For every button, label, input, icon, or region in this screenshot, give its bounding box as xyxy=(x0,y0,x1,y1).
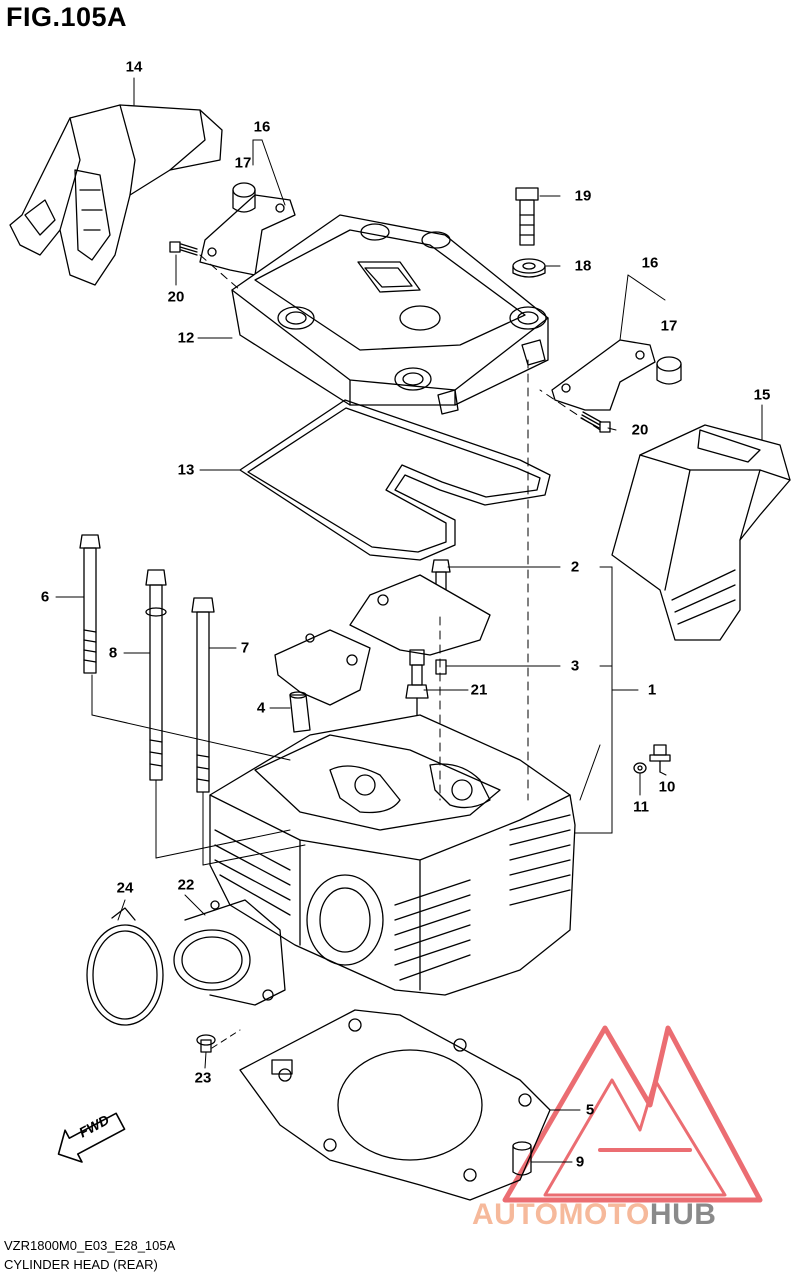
part-18-washer xyxy=(512,258,546,278)
model-code: VZR1800M0_E03_E28_105A xyxy=(4,1238,176,1253)
callout-24: 24 xyxy=(116,879,134,897)
part-20-bolt-left xyxy=(169,241,198,256)
part-16-bracket-right xyxy=(551,339,682,411)
part-6-bolt xyxy=(79,534,101,674)
part-24-clamp xyxy=(86,907,164,1026)
watermark-text-part2: HUB xyxy=(649,1198,717,1231)
part-10-bolt xyxy=(649,744,671,773)
watermark-logo xyxy=(502,1025,763,1203)
callout-15: 15 xyxy=(753,386,771,404)
callout-4: 4 xyxy=(256,699,266,717)
callout-20-right: 20 xyxy=(631,421,649,439)
callout-11: 11 xyxy=(633,798,649,816)
watermark-text: AUTOMOTOHUB xyxy=(472,1198,716,1232)
callout-7: 7 xyxy=(240,639,250,657)
callout-21: 21 xyxy=(470,681,488,699)
callout-17-right: 17 xyxy=(660,317,678,335)
callout-9: 9 xyxy=(575,1153,585,1171)
callout-16-left: 16 xyxy=(253,118,271,136)
figure-caption: CYLINDER HEAD (REAR) xyxy=(4,1257,158,1272)
callout-14: 14 xyxy=(125,58,143,76)
part-19-bolt xyxy=(515,187,539,246)
callout-12: 12 xyxy=(177,329,195,347)
callout-1: 1 xyxy=(647,681,657,699)
part-15-cover xyxy=(611,424,791,641)
part-7-bolt xyxy=(191,597,215,793)
part-3-dowel xyxy=(435,659,447,675)
callout-22: 22 xyxy=(177,876,195,894)
callout-17-left: 17 xyxy=(234,154,252,172)
part-12-head-cover xyxy=(231,214,549,415)
part-9-dowel xyxy=(512,1141,532,1176)
part-21-spark-plug xyxy=(405,649,429,716)
part-22-intake-pipe xyxy=(173,899,286,1006)
part-4-dowel xyxy=(289,691,311,733)
callout-6: 6 xyxy=(40,588,50,606)
watermark-text-part1: AUTOMOTO xyxy=(472,1198,650,1231)
part-1-cam-holder xyxy=(274,574,491,706)
figure-title: FIG.105A xyxy=(6,2,128,32)
callout-18: 18 xyxy=(574,257,592,275)
part-14-cover xyxy=(9,104,223,286)
callout-10: 10 xyxy=(658,778,676,796)
leader-lines xyxy=(55,77,763,1163)
callout-16-right: 16 xyxy=(641,254,659,272)
part-16-bracket-left xyxy=(199,182,296,276)
cylinder-head-body xyxy=(209,714,576,996)
fwd-arrow xyxy=(57,1112,126,1163)
part-5-gasket xyxy=(239,1009,551,1201)
part-11-washer xyxy=(633,762,647,774)
callout-19: 19 xyxy=(574,187,592,205)
callout-5: 5 xyxy=(585,1101,595,1119)
callout-13: 13 xyxy=(177,461,195,479)
part-20-bolt-right xyxy=(580,411,611,433)
callout-2: 2 xyxy=(570,558,580,576)
part-23-screw xyxy=(196,1034,216,1053)
part-8-bolt xyxy=(145,569,167,781)
callout-3: 3 xyxy=(570,657,580,675)
part-13-gasket xyxy=(239,399,551,561)
callout-20-left: 20 xyxy=(167,288,185,306)
callout-23: 23 xyxy=(194,1069,212,1087)
callout-8: 8 xyxy=(108,644,118,662)
